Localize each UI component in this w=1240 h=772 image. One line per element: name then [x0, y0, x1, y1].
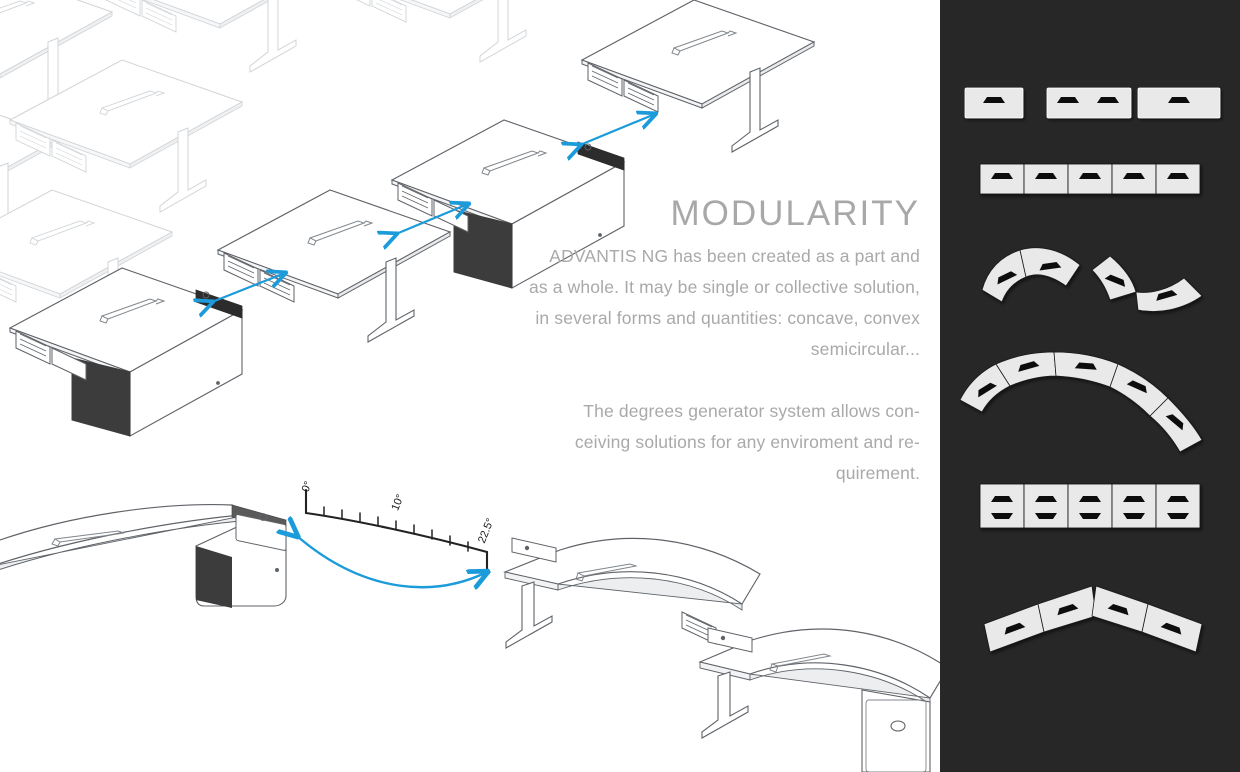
panel-module — [1067, 483, 1113, 529]
scale-label-0: 0° — [300, 480, 315, 494]
desk-module-2 — [217, 189, 451, 343]
expansion-arrow-2 — [396, 204, 468, 234]
panel-module — [979, 163, 1025, 195]
curved-desk-left — [0, 504, 287, 608]
panel-module — [1137, 87, 1221, 119]
panel-row-straight-five — [979, 163, 1201, 195]
paragraph-1-line: in several forms and quantities: concave… — [535, 307, 920, 328]
desk-module-1 — [9, 267, 243, 437]
scale-label-22: 22.5° — [476, 517, 497, 545]
panel-row-straight-mixed — [964, 87, 1221, 119]
paragraph-2-line: ceiving solutions for any enviroment and… — [574, 431, 920, 452]
panel-row-convex-concave — [981, 247, 1203, 312]
panel-module — [1067, 163, 1113, 195]
panel-module — [1155, 483, 1201, 529]
panel-module — [1155, 163, 1201, 195]
panel-row-chevron-four — [983, 585, 1203, 653]
expansion-arrow-group — [212, 114, 655, 302]
panel-row-arc-five — [959, 351, 1203, 453]
rotation-arrow — [297, 536, 487, 587]
paragraph-degrees-generator: The degrees generator system allows con-… — [430, 396, 920, 489]
panel-group-concave — [1091, 255, 1203, 312]
isometric-desk-illustration: 0° 10° 22.5° — [0, 0, 940, 772]
panel-row-double-five — [979, 483, 1201, 529]
paragraph-1-line: semicircular... — [810, 338, 920, 359]
paragraph-2-line: quirement. — [835, 462, 920, 483]
expansion-arrow-3 — [580, 114, 655, 145]
background-desk — [9, 59, 243, 213]
scale-label-10: 10° — [389, 493, 406, 513]
panel-module — [1023, 483, 1069, 529]
background-desk — [99, 0, 333, 73]
panel-module — [1111, 483, 1157, 529]
angled-desk-lower — [698, 627, 940, 772]
panel-module — [979, 483, 1025, 529]
paragraph-modularity: ADVANTIS NG has been created as a part a… — [430, 241, 920, 365]
configuration-panel — [940, 0, 1240, 772]
panel-group-convex — [981, 247, 1081, 303]
panel-module — [1046, 87, 1132, 119]
page-title: MODULARITY — [670, 194, 920, 233]
panel-module — [1023, 163, 1069, 195]
panel-module — [1111, 163, 1157, 195]
copy-block: MODULARITY ADVANTIS NG has been created … — [430, 194, 920, 489]
paragraph-1-line: ADVANTIS NG has been created as a part a… — [549, 245, 920, 266]
panel-module — [964, 87, 1024, 119]
paragraph-1-line: as a whole. It may be single or collecti… — [528, 276, 920, 297]
background-desk — [329, 0, 563, 63]
paragraph-2-line: The degrees generator system allows con- — [583, 400, 920, 421]
expansion-arrow-1 — [212, 273, 285, 302]
